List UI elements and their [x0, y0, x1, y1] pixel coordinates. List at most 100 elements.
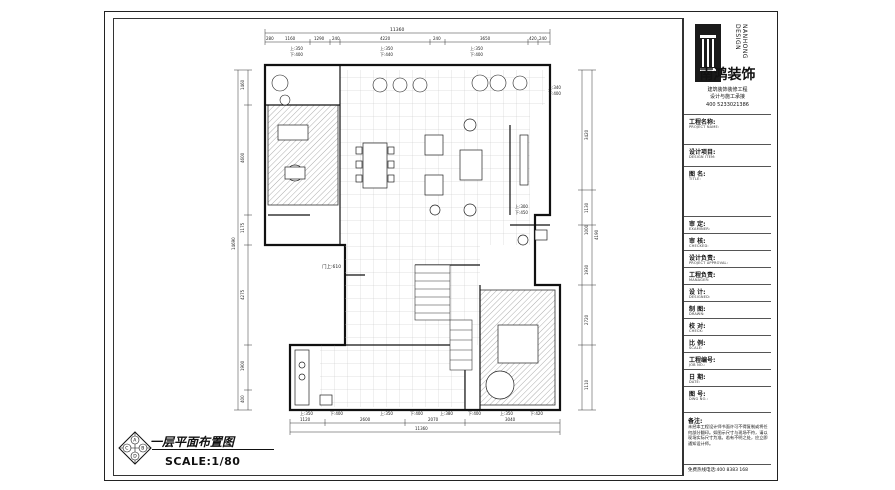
h-top-4: 下:440 — [380, 52, 393, 57]
tb-label-cn: 工程名称: — [689, 119, 716, 126]
tb-label-cn: 图 号: — [689, 391, 706, 398]
tb-label-en: EXAMINER: — [689, 227, 711, 231]
tb-row-design-lead: 设计负责: PROJECT APPROVAL: — [684, 250, 771, 267]
side-h-4: 下:450 — [515, 210, 528, 215]
dim-top-9: 240 — [539, 36, 547, 41]
h-top-6: 下:400 — [470, 52, 483, 57]
dim-left-4: 4275 — [240, 289, 245, 300]
dim-left-5: 1900 — [240, 360, 245, 371]
drawing-frame — [113, 18, 683, 476]
dim-right-1: 3420 — [584, 129, 589, 140]
dim-right-6: 2720 — [584, 314, 589, 325]
staircase — [414, 264, 473, 371]
tb-row-design-item: 设计项目: DESIGN ITEM: — [684, 144, 771, 166]
tb-label-cn: 日 期: — [689, 374, 706, 381]
tb-row-dwg-no: 图 号: DWG NO.: — [684, 386, 771, 412]
tb-label-cn: 工程负责: — [689, 272, 716, 279]
tb-row-examiner: 审 定: EXAMINER: — [684, 216, 771, 233]
side-h-1: 上:340 — [548, 84, 561, 90]
terrace-floor-tiles — [340, 70, 545, 105]
dim-right-2: 1130 — [584, 202, 589, 213]
dim-bottom-2: 2600 — [360, 417, 371, 422]
tb-label-en: DWG NO.: — [689, 397, 709, 401]
tb-label-en: CHECK: — [689, 329, 704, 333]
dim-right-5: 1930 — [584, 264, 589, 275]
logo-vertical-text: NANHONG DESIGN — [734, 24, 748, 59]
plan-title: 一层平面布置图 — [150, 435, 235, 449]
dim-left-total: 14690 — [231, 237, 236, 250]
title-block: NANHONG DESIGN 南鸿装饰 建筑装饰装修工程 设计与施工承接 400… — [683, 18, 771, 476]
h-top-5: 上:350 — [470, 45, 483, 51]
floor-plan: 11360 280 1160 1290 240 4220 240 3650 42… — [231, 27, 599, 435]
tb-label-en: DATE: — [689, 380, 701, 384]
brand-subtitle: 建筑装饰装修工程 设计与施工承接 — [684, 87, 771, 101]
study-floor-hatch — [267, 104, 339, 206]
h-bottom-6: 下:400 — [468, 411, 481, 416]
dim-top-6: 240 — [433, 36, 441, 41]
brand-phone: 400 5233021386 — [706, 102, 749, 108]
notes-title: 备注: — [688, 418, 703, 425]
tb-row-manager: 工程负责: MANAGER: — [684, 267, 771, 284]
bedroom-furniture — [485, 324, 539, 400]
dim-top-8: 420 — [529, 36, 537, 41]
tb-label-cn: 校 对: — [689, 323, 706, 330]
dim-right-3: 1000 — [584, 224, 589, 235]
brand-sub-line-1: 建筑装饰装修工程 — [707, 87, 748, 93]
tb-label-en: CHECKED: — [689, 244, 709, 248]
dining-table — [355, 142, 395, 189]
tb-row-notes — [684, 412, 771, 464]
notes-text: 未经本工程设计师书面许可不得复制或将任何部分翻印。如图示尺寸与现场不符，请以现场… — [688, 424, 768, 446]
compass-symbol: A B C D — [118, 431, 152, 465]
tb-row-drawn: 制 图: DRAWN: — [684, 301, 771, 318]
tb-row-checked: 审 核: CHECKED: — [684, 233, 771, 250]
sofa-set — [424, 118, 529, 217]
brand-sub-line-2: 设计与施工承接 — [709, 94, 745, 100]
tb-label-en: SCALE: — [689, 346, 703, 350]
dim-top-7: 3650 — [480, 36, 491, 41]
tb-label-en: DESIGN ITEM: — [689, 155, 716, 159]
h-bottom-7: 上:350 — [500, 410, 513, 416]
h-top-3: 上:350 — [380, 45, 393, 51]
tb-row-scale: 比 例: SCALE: — [684, 335, 771, 352]
tb-label-en: DESIGNED: — [689, 295, 711, 299]
h-top-2: 下:400 — [290, 52, 303, 57]
compass-letter-b: B — [141, 446, 144, 452]
tb-label-cn: 设计项目: — [689, 149, 716, 156]
dim-left-2: 4600 — [240, 152, 245, 163]
compass-letter-c: C — [125, 446, 128, 452]
kitchen-floor-tiles — [320, 345, 465, 407]
tb-row-designer: 设 计: DESIGNED: — [684, 284, 771, 301]
dimension-right — [578, 69, 596, 411]
dimension-bottom — [289, 419, 561, 435]
dimension-top — [264, 29, 551, 45]
dim-left-1: 1460 — [240, 79, 245, 90]
tb-row-project-name: 工程名称: PROJECT NAME: — [684, 114, 771, 144]
tb-label-cn: 制 图: — [689, 306, 706, 313]
dim-right-7: 1110 — [584, 379, 589, 390]
tb-label-en: PROJECT NAME: — [689, 125, 720, 129]
dimension-left — [234, 69, 252, 411]
dim-left-3: 1175 — [240, 222, 245, 233]
door-label: 门上:610 — [322, 263, 341, 270]
tb-label-cn: 图 名: — [689, 171, 706, 178]
h-bottom-4: 下:400 — [410, 411, 423, 416]
tb-label-cn: 比 例: — [689, 340, 706, 347]
dim-bottom-total: 11360 — [415, 426, 428, 431]
bathroom-fixtures — [517, 229, 548, 246]
side-h-3: 上:300 — [515, 203, 528, 209]
dim-top-1: 280 — [266, 36, 274, 41]
contact-hotline: 免费热线电话:400 8383 168 — [688, 468, 749, 473]
h-bottom-2: 下:400 — [330, 411, 343, 416]
dim-top-total: 11360 — [390, 27, 404, 33]
tb-row-title: 图 名: TITLE: — [684, 166, 771, 216]
tb-row-contact — [684, 464, 771, 476]
tb-label-cn: 审 定: — [689, 221, 706, 228]
h-bottom-5: 上:380 — [440, 410, 453, 416]
tb-label-cn: 设 计: — [689, 289, 706, 296]
dim-left-6: 400 — [240, 395, 245, 403]
dim-top-4: 240 — [332, 36, 340, 41]
side-h-2: 下:400 — [548, 91, 561, 96]
title-underline — [152, 449, 274, 450]
dim-bottom-3: 2070 — [428, 417, 439, 422]
dim-bottom-4: 3040 — [505, 417, 516, 422]
